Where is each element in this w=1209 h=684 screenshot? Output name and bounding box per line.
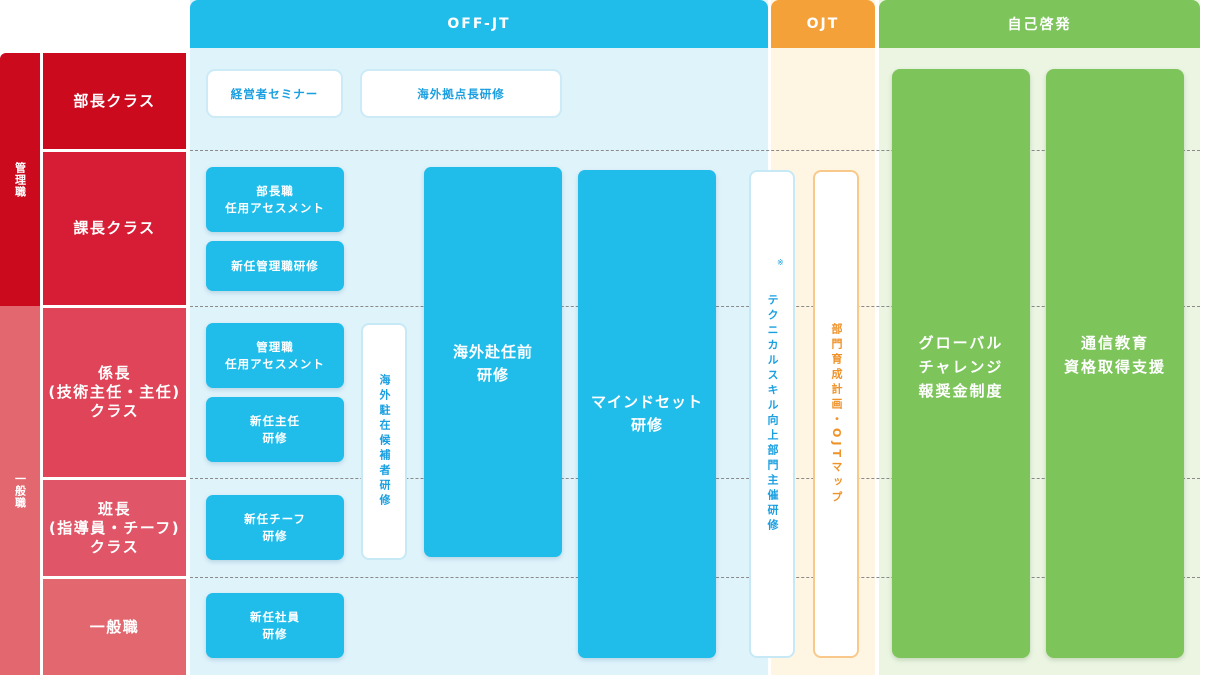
executive-seminar-box: 経営者セミナー <box>206 69 343 118</box>
ojt-map-box: 部門育成計画・OJTマップ <box>813 170 859 658</box>
self-development-header: 自己啓発 <box>879 0 1200 48</box>
bucho-assessment-box: 部長職 任用アセスメント <box>206 167 344 232</box>
overseas-candidate-box: 海外駐在候補者研修 <box>361 323 407 560</box>
global-challenge-box: グローバル チャレンジ 報奨金制度 <box>892 69 1030 658</box>
row-hancho: 班長 (指導員・チーフ) クラス <box>43 480 186 576</box>
row-ippan: 一般職 <box>43 579 186 675</box>
technical-note-mark: ※ <box>777 258 784 267</box>
technical-skill-box: テクニカルスキル向上部門主催研修 <box>749 170 795 658</box>
off-jt-header: OFF-JT <box>190 0 768 48</box>
manager-assessment-box: 管理職 任用アセスメント <box>206 323 344 388</box>
new-chief-box: 新任主任 研修 <box>206 397 344 462</box>
new-team-box: 新任チーフ 研修 <box>206 495 344 560</box>
row-kakaricho: 係長 (技術主任・主任) クラス <box>43 308 186 477</box>
group-management: 管理職 <box>0 53 40 306</box>
row-bucho: 部長クラス <box>43 53 186 149</box>
new-manager-box: 新任管理職研修 <box>206 241 344 291</box>
ojt-header: OJT <box>771 0 875 48</box>
pre-overseas-box: 海外赴任前 研修 <box>424 167 562 557</box>
new-employee-box: 新任社員 研修 <box>206 593 344 658</box>
overseas-base-chief-box: 海外拠点長研修 <box>360 69 562 118</box>
row-divider <box>190 150 1200 151</box>
correspondence-box: 通信教育 資格取得支援 <box>1046 69 1184 658</box>
group-general: 一般職 <box>0 306 40 675</box>
row-kacho: 課長クラス <box>43 152 186 305</box>
mindset-box: マインドセット 研修 <box>578 170 716 658</box>
